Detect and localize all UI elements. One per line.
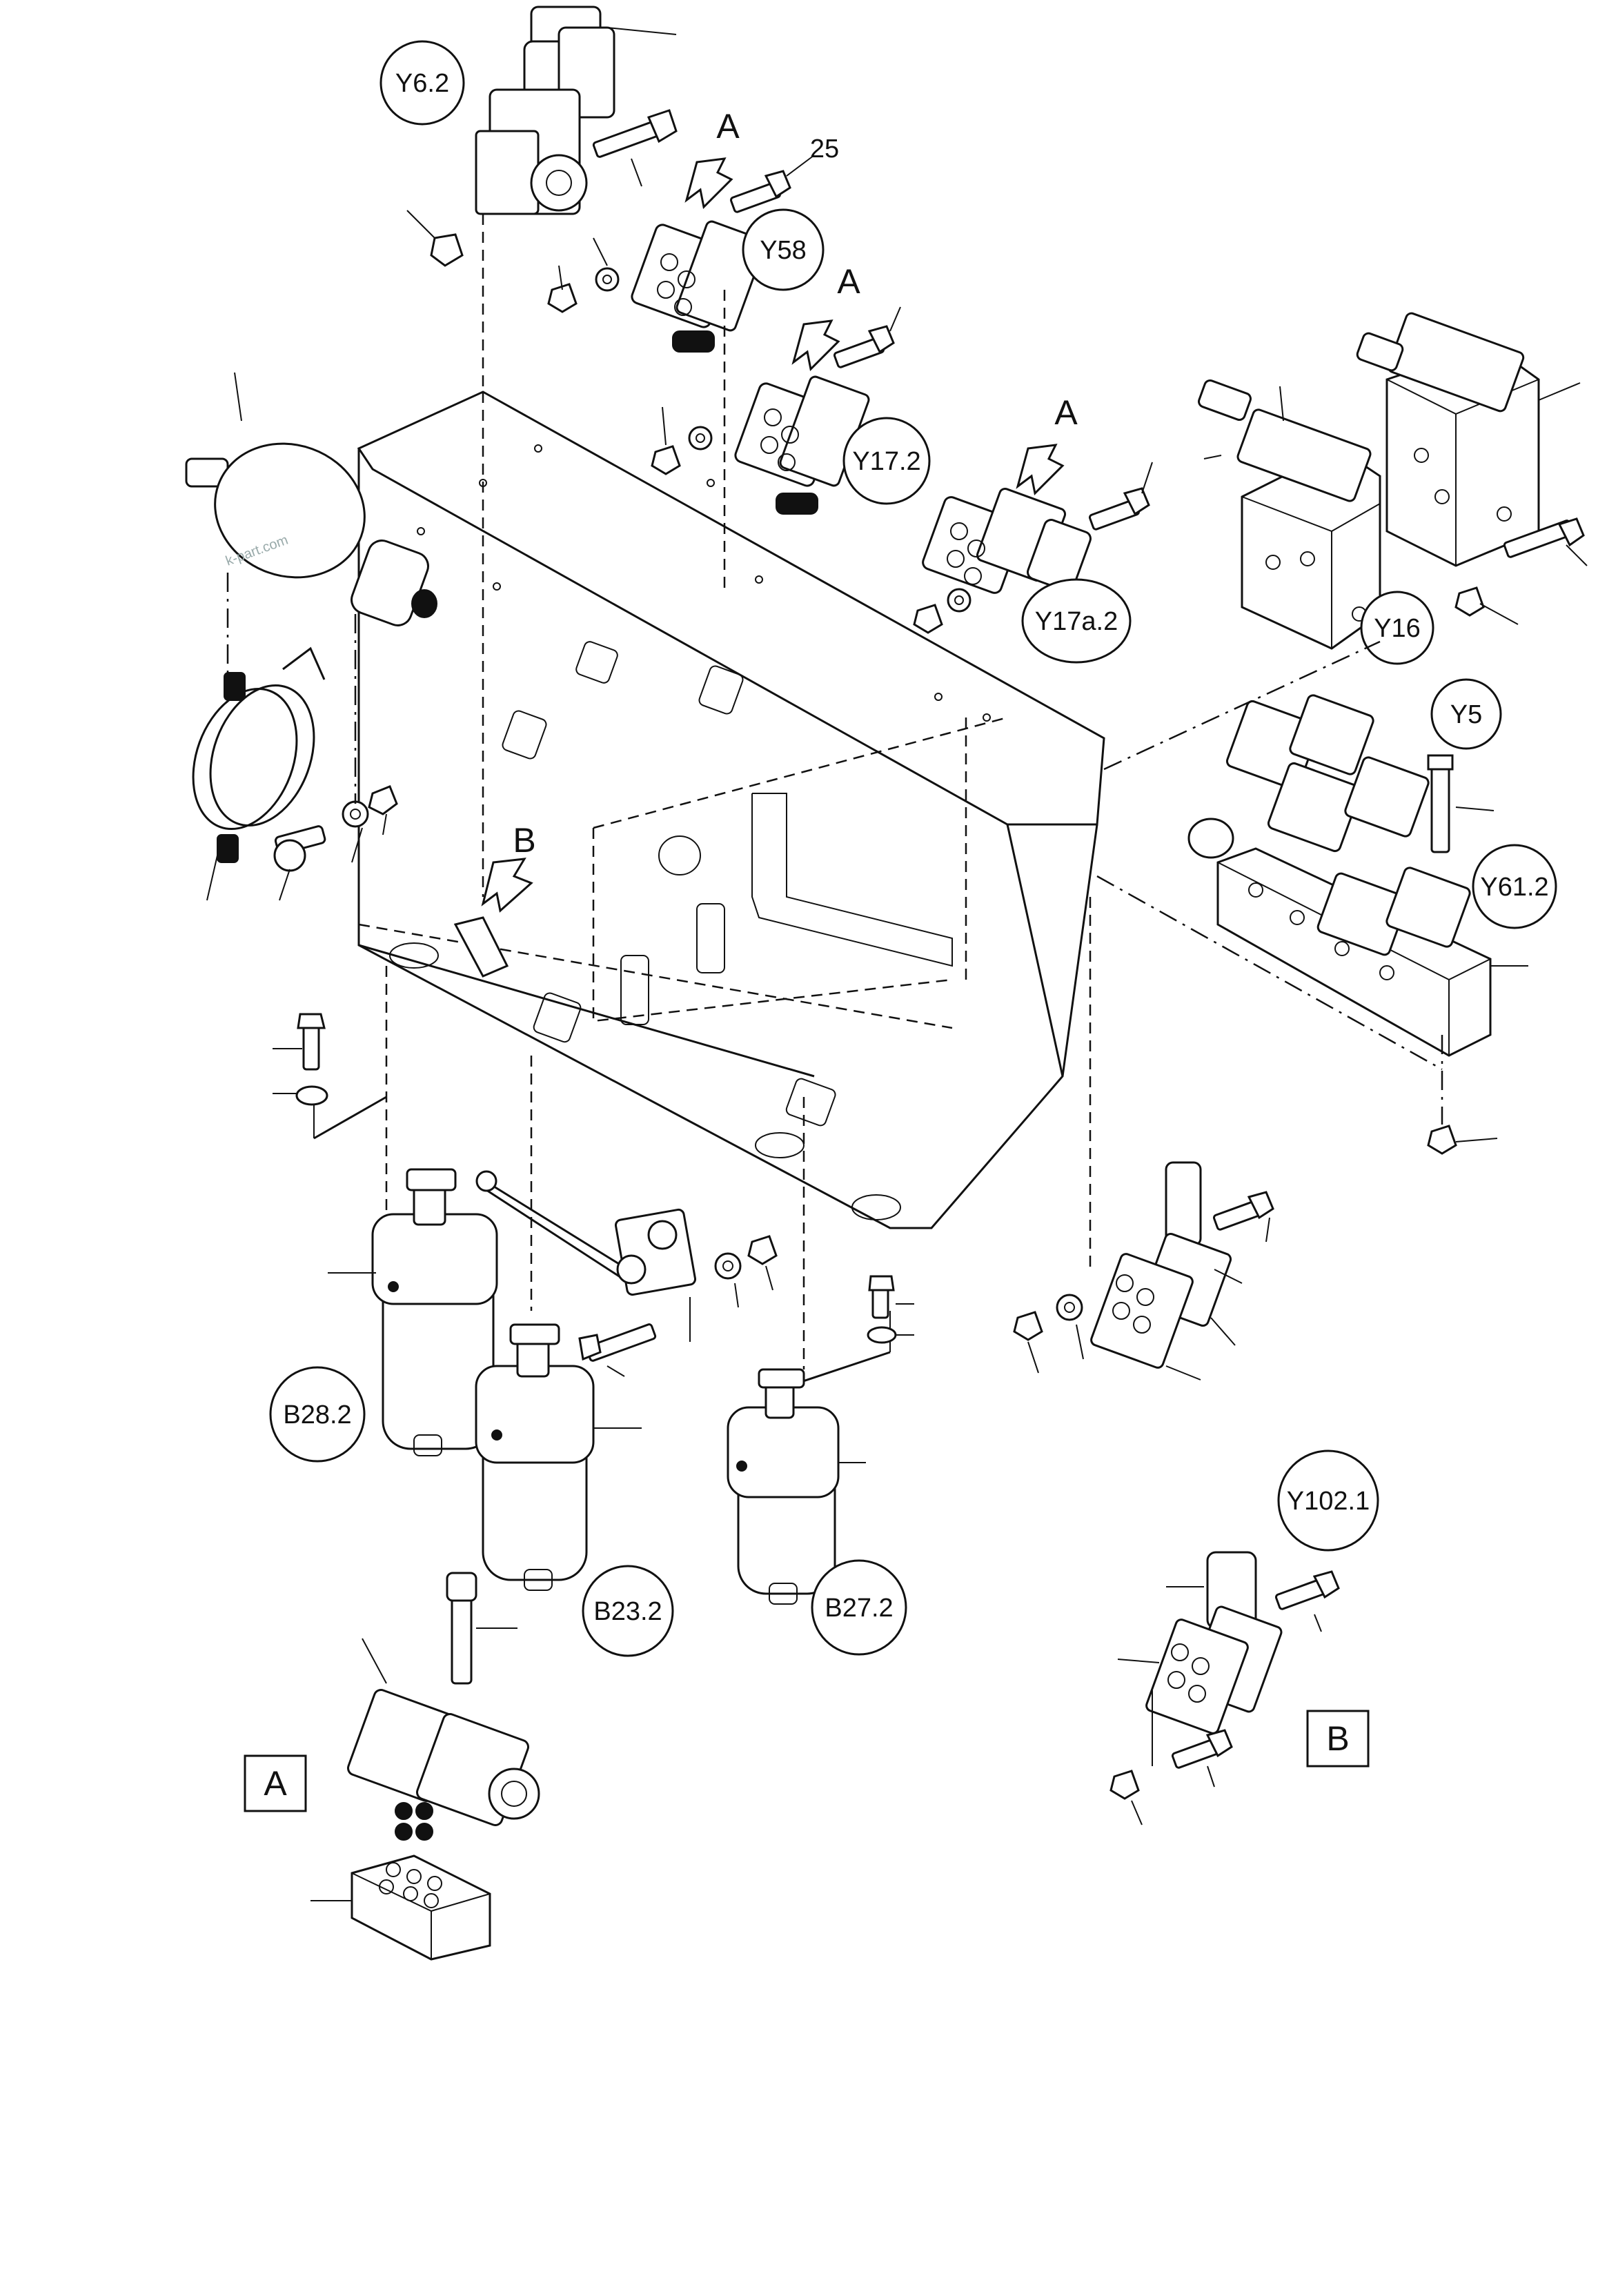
clamp-fasteners [226, 573, 398, 901]
view-b-arrow-icon [481, 858, 533, 913]
valve-y17a-2 [913, 444, 1153, 634]
callout-y5-circle [1430, 678, 1502, 750]
callout-y17-2: Y17.2 [852, 447, 920, 476]
view-marker-a-2: A [837, 262, 860, 301]
detail-box-a-frame [244, 1754, 307, 1812]
filter-b27-2 [727, 1097, 914, 1605]
tank-housing [357, 390, 1105, 1229]
callout-b28-2-circle [269, 1366, 366, 1463]
callout-y102-1-circle [1277, 1449, 1379, 1552]
callout-b28-2: B28.2 [283, 1401, 351, 1429]
callout-y17a-2-circle [1021, 578, 1132, 664]
item-number-25: 25 [810, 135, 839, 164]
valve-block-y16 [1198, 379, 1381, 650]
callout-b27-2: B27.2 [825, 1594, 893, 1623]
callout-y6-2: Y6.2 [395, 69, 449, 98]
callout-y61-2-circle [1472, 844, 1557, 929]
callout-y16-circle [1360, 591, 1434, 665]
filter-b28-2 [328, 1168, 498, 1456]
callout-y58: Y58 [760, 236, 807, 265]
valve-block-upper-right [1356, 312, 1588, 625]
manual-lever-valve [475, 1170, 778, 1377]
hydraulic-accumulator [185, 372, 437, 626]
callout-y5: Y5 [1450, 700, 1482, 729]
detail-box-b-frame [1306, 1710, 1370, 1768]
callout-y16: Y16 [1374, 614, 1421, 643]
valve-y102-1 [1109, 1551, 1340, 1825]
valve-y6-2 [406, 6, 678, 386]
callout-b23-2: B23.2 [593, 1597, 662, 1626]
detail-box-b: B [1326, 1719, 1349, 1758]
callout-y17-2-circle [842, 417, 931, 505]
manifold-y5-y61-2 [1096, 640, 1528, 1155]
callout-y102-1: Y102.1 [1287, 1487, 1370, 1516]
view-marker-b-1: B [513, 821, 535, 860]
view-marker-a-3: A [1054, 393, 1078, 432]
callout-y17a-2: Y17a.2 [1035, 607, 1118, 636]
filter-b23-2 [475, 1323, 642, 1591]
callout-b23-2-circle [582, 1565, 674, 1657]
callout-y6-2-circle [379, 40, 465, 126]
view-marker-a-1: A [716, 107, 740, 146]
callout-y58-circle [742, 208, 825, 291]
callout-b27-2-circle [811, 1559, 907, 1656]
accumulator-clamp [192, 646, 326, 901]
callout-y61-2: Y61.2 [1480, 873, 1548, 902]
detail-box-a: A [264, 1764, 287, 1803]
pressure-valve-right [1013, 897, 1274, 1380]
detail-a-valve-assembly [310, 1572, 540, 1961]
bottom-left-fasteners [273, 966, 533, 1311]
